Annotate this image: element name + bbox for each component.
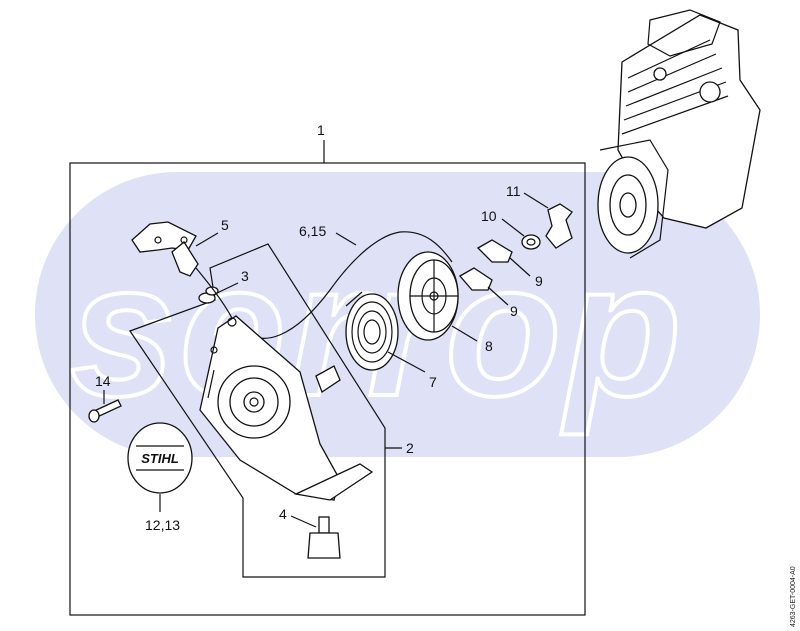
assembly-frame bbox=[69, 162, 586, 616]
callout-14: 14 bbox=[95, 373, 111, 389]
callout-5-leader bbox=[195, 232, 219, 247]
callout-12-13: 12,13 bbox=[145, 517, 180, 533]
washer bbox=[521, 234, 541, 250]
rope-guide-bush bbox=[198, 286, 219, 304]
callout-6-15-leader bbox=[335, 232, 357, 246]
spring-clip bbox=[545, 203, 573, 249]
callout-11: 11 bbox=[506, 183, 521, 199]
pawl-lower bbox=[458, 267, 493, 291]
callout-8: 8 bbox=[485, 338, 493, 354]
callout-9b: 9 bbox=[510, 303, 518, 319]
callout-9a: 9 bbox=[535, 273, 543, 289]
pawl-upper bbox=[476, 239, 513, 263]
engine-illustration bbox=[597, 9, 761, 259]
callout-10-leader bbox=[501, 218, 525, 237]
callout-9b-leader bbox=[487, 286, 509, 306]
callout-5: 5 bbox=[221, 217, 229, 233]
rewind-spring bbox=[345, 291, 399, 371]
callout-9a-leader bbox=[509, 257, 531, 277]
callout-10: 10 bbox=[481, 208, 497, 224]
callout-3: 3 bbox=[241, 268, 249, 284]
callout-6-15: 6,15 bbox=[299, 223, 326, 239]
logo-text: STIHL bbox=[141, 451, 179, 466]
callout-8-leader bbox=[451, 325, 478, 342]
logo-plate: STIHL bbox=[127, 422, 193, 494]
reference-code: 4263-GET-0004-A0 bbox=[790, 566, 797, 627]
callout-1: 1 bbox=[317, 122, 325, 138]
callout-4: 4 bbox=[279, 506, 287, 522]
callout-4-leader bbox=[290, 515, 317, 528]
rope-rotor bbox=[397, 251, 459, 341]
screw bbox=[88, 399, 122, 423]
callout-3-leader bbox=[214, 282, 239, 295]
starter-rope bbox=[195, 231, 453, 339]
callout-2: 2 bbox=[406, 440, 414, 456]
fan-housing bbox=[199, 315, 374, 501]
starter-grip bbox=[131, 221, 199, 277]
callout-11-leader bbox=[523, 192, 549, 209]
sleeve bbox=[307, 516, 341, 559]
callout-7: 7 bbox=[429, 374, 437, 390]
callout-7-leader bbox=[387, 351, 426, 373]
